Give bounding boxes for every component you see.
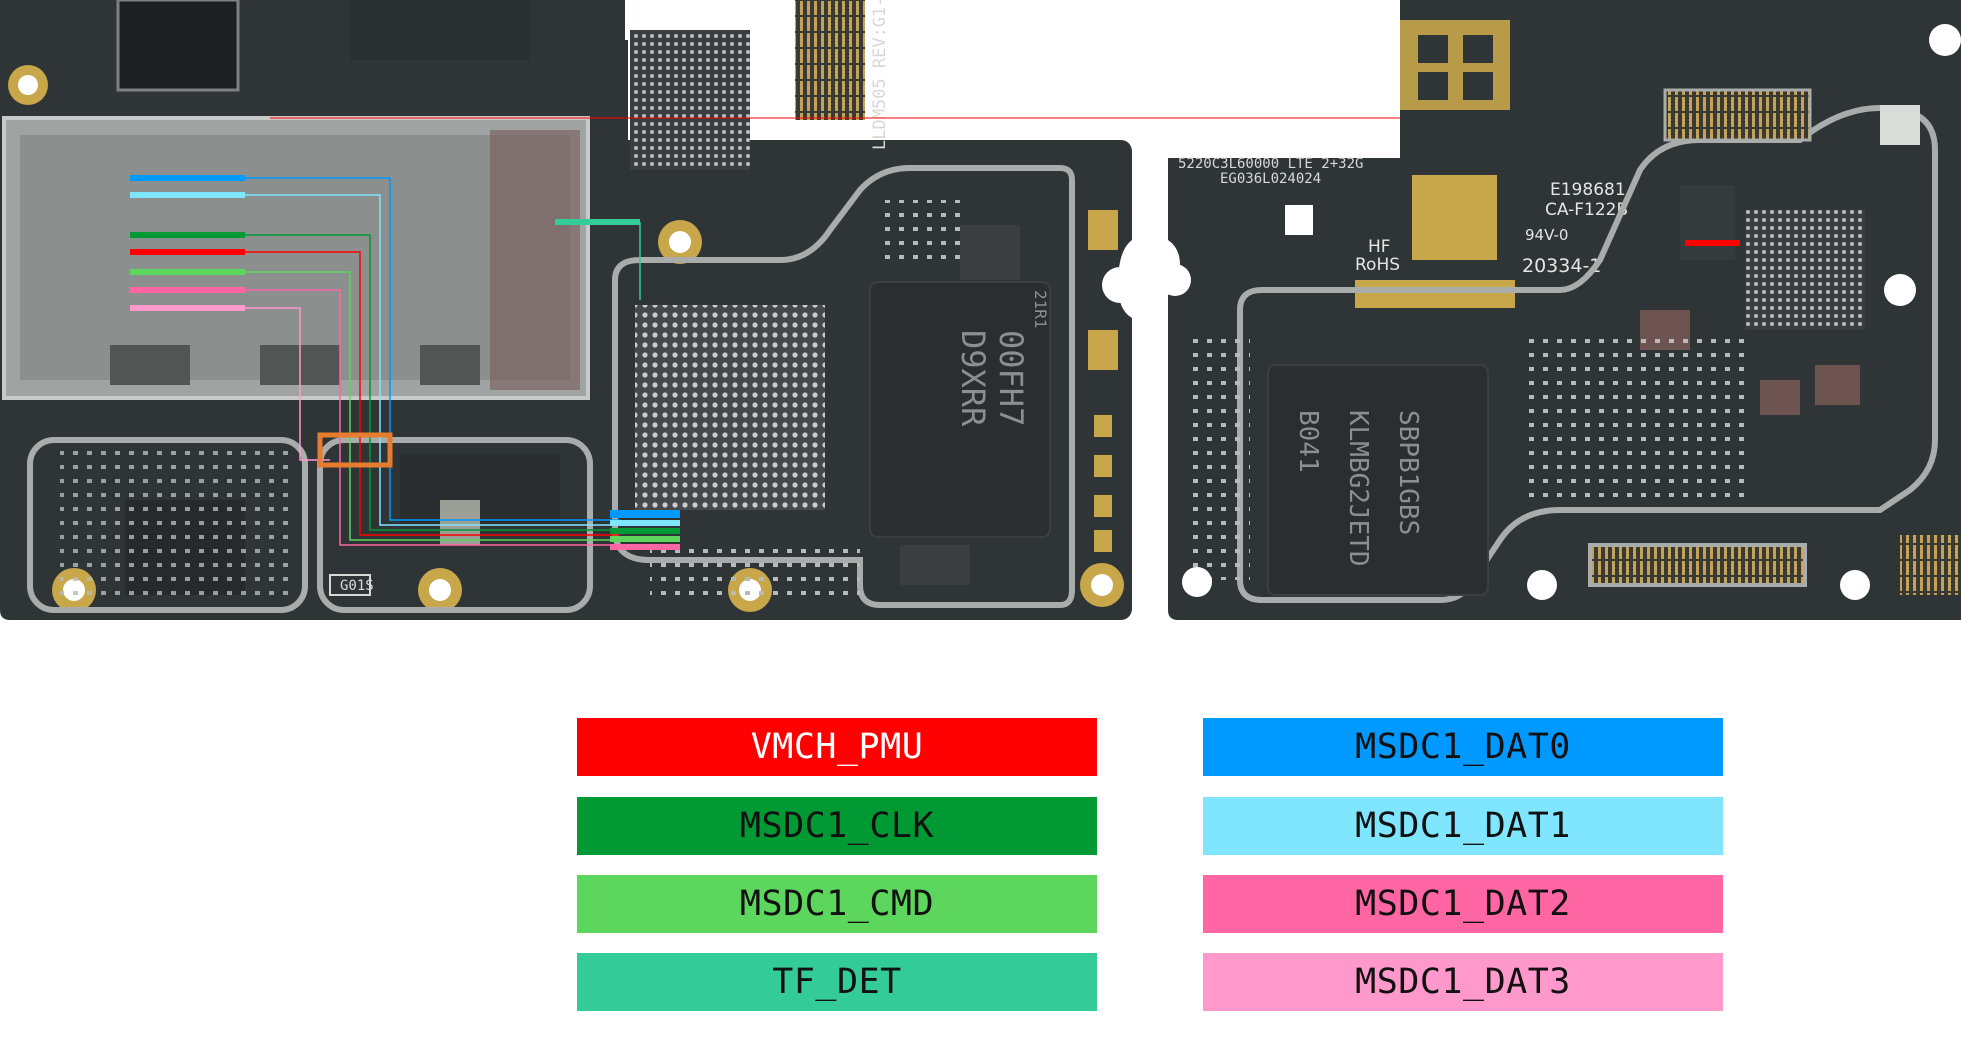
chip-marking-line2: D9XRR bbox=[954, 330, 992, 427]
chip-marking-line3: 21R1 bbox=[1031, 290, 1050, 329]
legend-label: MSDC1_DAT2 bbox=[1355, 884, 1571, 924]
legend-label: MSDC1_CLK bbox=[739, 806, 935, 846]
left-board: 00FH7 D9XRR 21R1 LLDM505 REV:G1-7 G01S bbox=[0, 0, 1810, 620]
legend-msdc1-cmd: MSDC1_CMD bbox=[577, 875, 1097, 933]
emmc-marking-line1: B041 bbox=[1293, 410, 1323, 473]
chip-marking-line1: 00FH7 bbox=[992, 330, 1030, 426]
small-bga bbox=[1745, 210, 1865, 330]
legend-msdc1-clk: MSDC1_CLK bbox=[577, 797, 1097, 855]
legend-tf-det: TF_DET bbox=[577, 953, 1097, 1011]
bottom-connector bbox=[1588, 543, 1807, 587]
flammability-rating: 94V-0 bbox=[1525, 226, 1568, 244]
board-type: CA-F122B bbox=[1545, 200, 1628, 220]
right-board: 5220C3L60000 LTE 2+32G EG036L024024 HF R… bbox=[1159, 0, 1961, 620]
legend-vmch-pmu: VMCH_PMU bbox=[577, 718, 1097, 776]
emmc-chip bbox=[1267, 364, 1489, 596]
ul-file-number: E198681 bbox=[1550, 180, 1626, 200]
board-to-board-connector bbox=[795, 0, 865, 120]
legend-label: MSDC1_DAT1 bbox=[1355, 806, 1571, 846]
emmc-marking-line2: KLMBG2JETD bbox=[1343, 410, 1373, 567]
soc-bga-pads bbox=[635, 305, 825, 510]
board-revision-label: LLDM505 REV:G1-7 bbox=[870, 0, 890, 150]
rohs-mark: RoHS bbox=[1355, 255, 1400, 275]
ic-marking: G01S bbox=[340, 578, 374, 594]
legend-msdc1-dat1: MSDC1_DAT1 bbox=[1203, 797, 1723, 855]
board-serial: EG036L024024 bbox=[1220, 171, 1321, 187]
audio-jack bbox=[116, 0, 240, 92]
board-part-number: 5220C3L60000 LTE 2+32G bbox=[1178, 156, 1363, 172]
legend-label: MSDC1_DAT3 bbox=[1355, 962, 1571, 1002]
date-code: 20334-1 bbox=[1522, 255, 1601, 277]
legend-label: MSDC1_CMD bbox=[739, 884, 935, 924]
legend-msdc1-dat0: MSDC1_DAT0 bbox=[1203, 718, 1723, 776]
legend-label: MSDC1_DAT0 bbox=[1355, 727, 1571, 767]
signal-traces bbox=[130, 117, 1810, 550]
legend-msdc1-dat2: MSDC1_DAT2 bbox=[1203, 875, 1723, 933]
legend-label: VMCH_PMU bbox=[750, 727, 924, 767]
hf-mark: HF bbox=[1368, 237, 1391, 257]
legend-msdc1-dat3: MSDC1_DAT3 bbox=[1203, 953, 1723, 1011]
memory-chip bbox=[869, 281, 1051, 538]
legend-label: TF_DET bbox=[772, 962, 902, 1002]
top-connector bbox=[1663, 88, 1812, 142]
emmc-marking-line3: SBPB1GBS bbox=[1393, 410, 1423, 535]
